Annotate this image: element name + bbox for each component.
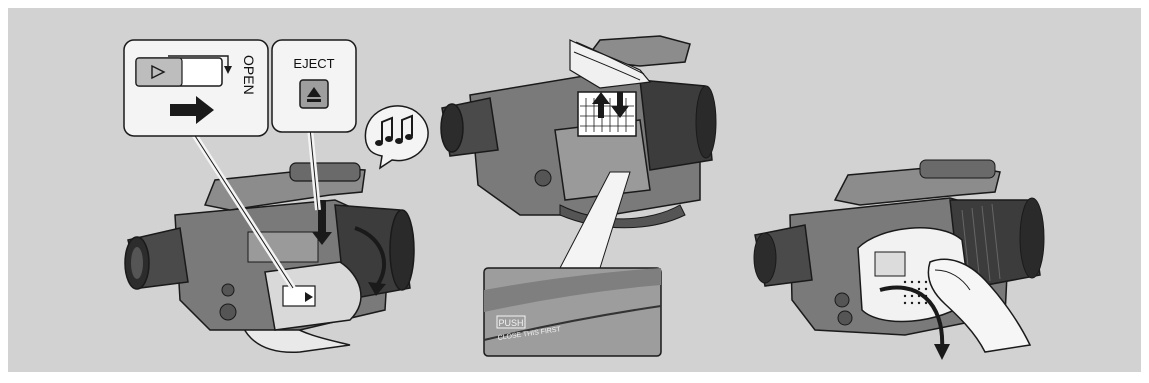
eject-label: EJECT xyxy=(293,56,334,71)
eject-button-callout: EJECT xyxy=(272,40,356,132)
open-switch-callout: OPEN xyxy=(124,40,268,136)
push-callout: PUSH CLOSE THIS FIRST xyxy=(484,268,661,356)
open-label: OPEN xyxy=(241,55,257,95)
music-notes-icon xyxy=(365,106,428,168)
push-label: PUSH xyxy=(498,318,523,328)
step1-camcorder xyxy=(125,163,414,352)
step2-camcorder xyxy=(441,36,716,228)
